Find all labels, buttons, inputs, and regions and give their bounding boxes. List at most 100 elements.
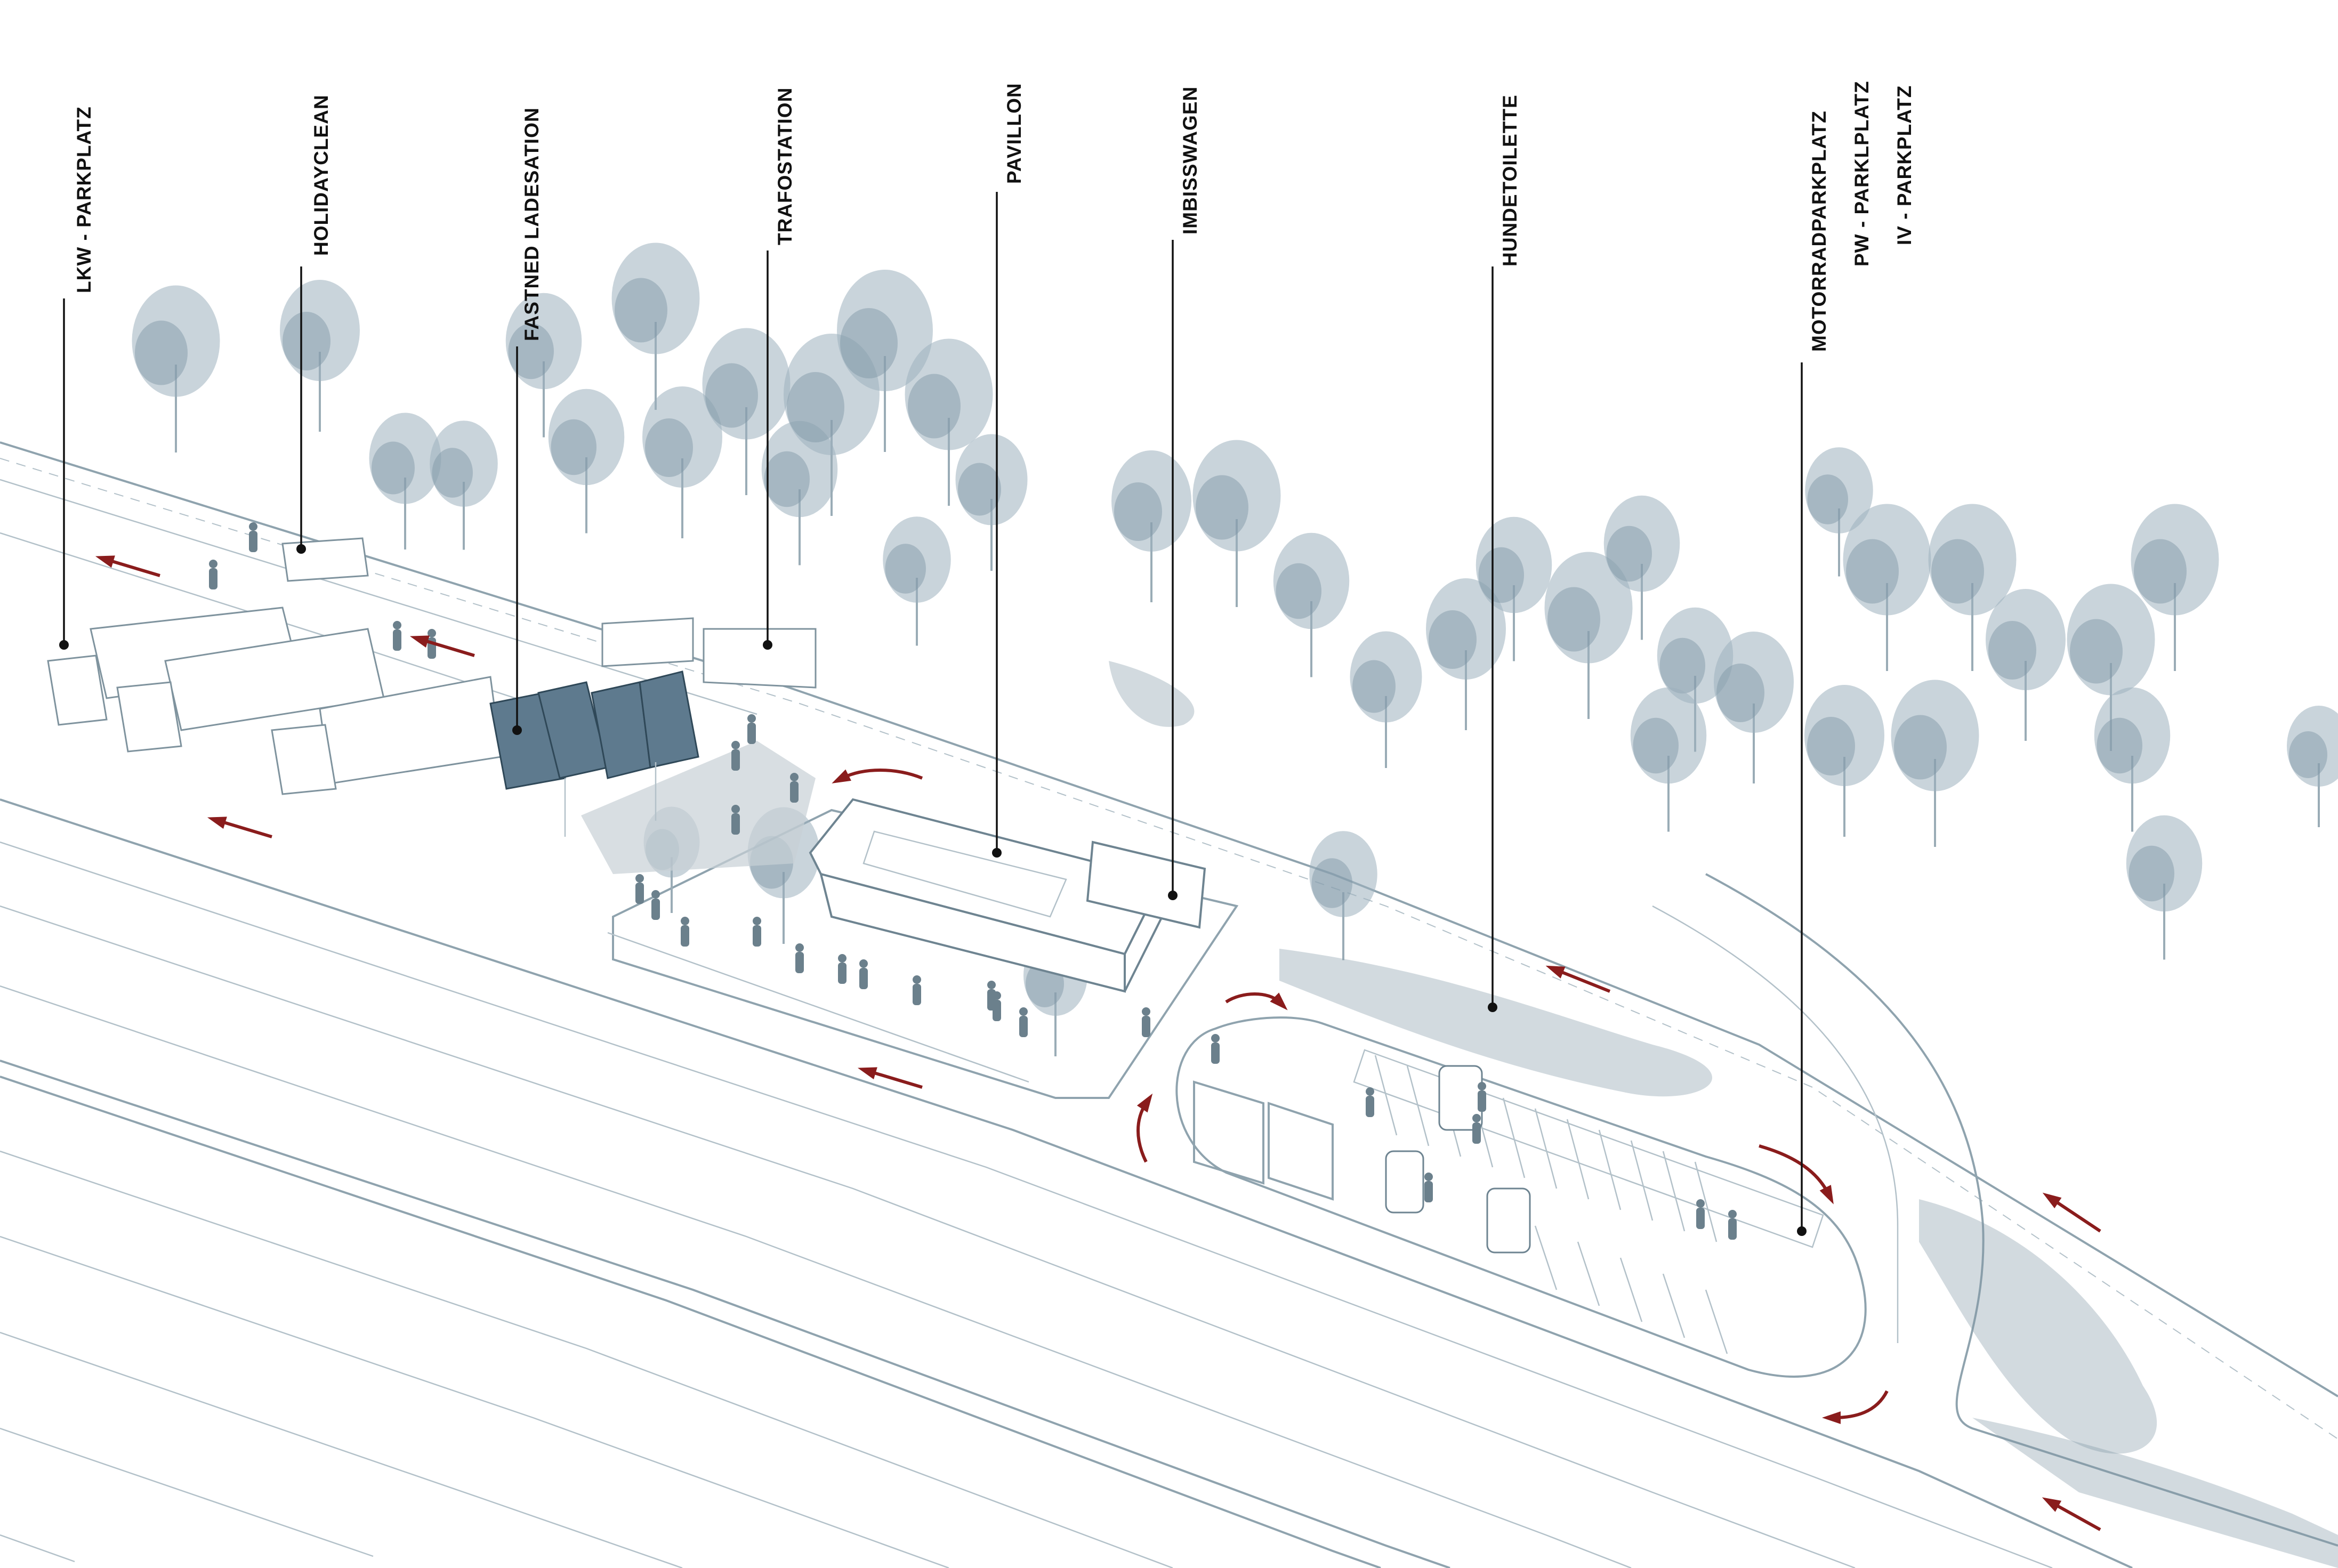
tree-icon: [548, 389, 625, 534]
food-truck: [1086, 840, 1206, 929]
tree-icon: [1804, 685, 1884, 837]
person-icon: [790, 773, 799, 803]
person-icon: [1696, 1199, 1705, 1229]
tree-icon: [1603, 495, 1680, 640]
leader-dot-imbisswagen: [1168, 891, 1178, 900]
person-icon: [838, 954, 846, 984]
fastned-charging-station: [489, 670, 816, 874]
traffic-direction-arrow: [95, 555, 160, 577]
tree-icon: [505, 293, 582, 438]
traffic-direction-arrow: [1545, 965, 1611, 993]
annotation-leaders: [59, 192, 1807, 1236]
hedge-3: [1972, 1418, 2338, 1568]
person-icon: [1478, 1082, 1486, 1112]
leader-dot-fastned: [512, 725, 522, 735]
motorway-line-10: [0, 1427, 374, 1557]
tree-icon: [1192, 440, 1281, 607]
traffic-direction-arrow: [857, 1067, 923, 1089]
people-group: [209, 522, 1737, 1240]
solar-panel: [639, 670, 699, 769]
leader-dot-lkw: [59, 640, 69, 650]
pavilion-building: [809, 798, 1206, 993]
hedge-4: [1109, 661, 1195, 727]
person-icon: [1424, 1173, 1433, 1202]
trafostation-building: [703, 628, 817, 689]
person-icon: [993, 991, 1001, 1021]
car-icon: [1385, 1150, 1424, 1214]
label-hundetoilette: HUNDETOILETTE: [1499, 94, 1521, 266]
traffic-arrows: [95, 555, 2101, 1531]
tree-icon: [1630, 687, 1707, 832]
motorway-line-9: [0, 1331, 683, 1568]
person-icon: [681, 917, 689, 947]
pavilion-plaza: [612, 809, 1239, 1099]
curved-traffic-arrow: [1225, 992, 1288, 1011]
trafostation-box: [601, 617, 694, 667]
tree-icon: [1805, 447, 1873, 577]
truck-parking: [47, 537, 817, 795]
traffic-direction-arrow: [2042, 1497, 2101, 1531]
tree-icon: [1843, 504, 1931, 671]
tree-icon: [1111, 450, 1191, 602]
person-icon: [1728, 1210, 1737, 1240]
motorway-line-11: [0, 1534, 75, 1563]
tree-icon: [1714, 632, 1794, 783]
curved-traffic-arrow: [1822, 1390, 1889, 1424]
truck-icon: [271, 676, 502, 795]
bush-band: [1109, 661, 2338, 1568]
person-icon: [747, 714, 756, 744]
tree-icon: [2131, 504, 2219, 671]
person-icon: [635, 874, 644, 904]
person-icon: [209, 560, 217, 589]
tree-icon: [837, 270, 933, 452]
annotation-labels: LKW - PARKPLATZ HOLIDAYCLEAN FASTNED LAD…: [73, 80, 1915, 352]
parked-cars: [1385, 1065, 1531, 1254]
car-park-median: [1353, 1049, 1824, 1248]
curved-traffic-arrow: [832, 769, 923, 783]
label-iv-parkplatz: IV - PARKPLATZ: [1893, 85, 1915, 245]
motorway-line-8: [0, 1235, 949, 1568]
label-fastned-ladesation: FASTNED LADESATION: [521, 107, 543, 341]
person-icon: [859, 959, 868, 989]
person-icon: [1472, 1114, 1481, 1144]
person-icon: [249, 522, 257, 552]
hedge-2: [1919, 1199, 2157, 1454]
tree-icon: [369, 413, 441, 549]
label-motorradparkplatz: MOTORRADPARKPLATZ: [1808, 110, 1830, 352]
person-icon: [913, 975, 921, 1005]
car-park-stall-lines: [1374, 1055, 1728, 1354]
pavilion-roof-light: [862, 830, 1067, 918]
curved-traffic-arrow: [1136, 1093, 1153, 1163]
label-holidayclean: HOLIDAYCLEAN: [310, 94, 332, 256]
label-trafostation: TRAFOSTATION: [774, 87, 796, 245]
tree-icon: [132, 285, 220, 452]
person-icon: [1211, 1034, 1220, 1064]
hedge-1: [1279, 949, 1712, 1097]
tree-group: [132, 243, 2338, 1056]
tree-icon: [280, 280, 360, 432]
person-icon: [1019, 1007, 1028, 1037]
motorcycle-bay-2: [1268, 1102, 1334, 1201]
tree-icon: [2094, 687, 2171, 832]
leader-dot-trafostation: [763, 640, 772, 650]
tree-icon: [784, 334, 880, 516]
label-pavillon: PAVILLON: [1003, 83, 1025, 184]
plaza-railing: [607, 932, 1029, 1083]
tree-icon: [2287, 706, 2338, 827]
tree-icon: [2126, 815, 2203, 960]
motorway-line-6: [0, 1076, 1381, 1568]
curved-traffic-arrow: [1759, 1144, 1834, 1205]
motorway-line-3: [0, 905, 1856, 1568]
tree-icon: [1350, 631, 1422, 768]
exit-ramp-inner: [1652, 905, 1899, 1343]
tree-icon: [883, 516, 951, 646]
leader-dot-holidayclean: [296, 544, 306, 554]
person-icon: [651, 890, 660, 920]
tree-icon: [1273, 532, 1350, 677]
truck-icon: [116, 628, 385, 753]
tree-icon: [611, 243, 700, 410]
tree-icon: [642, 386, 722, 538]
tree-icon: [1426, 578, 1506, 730]
